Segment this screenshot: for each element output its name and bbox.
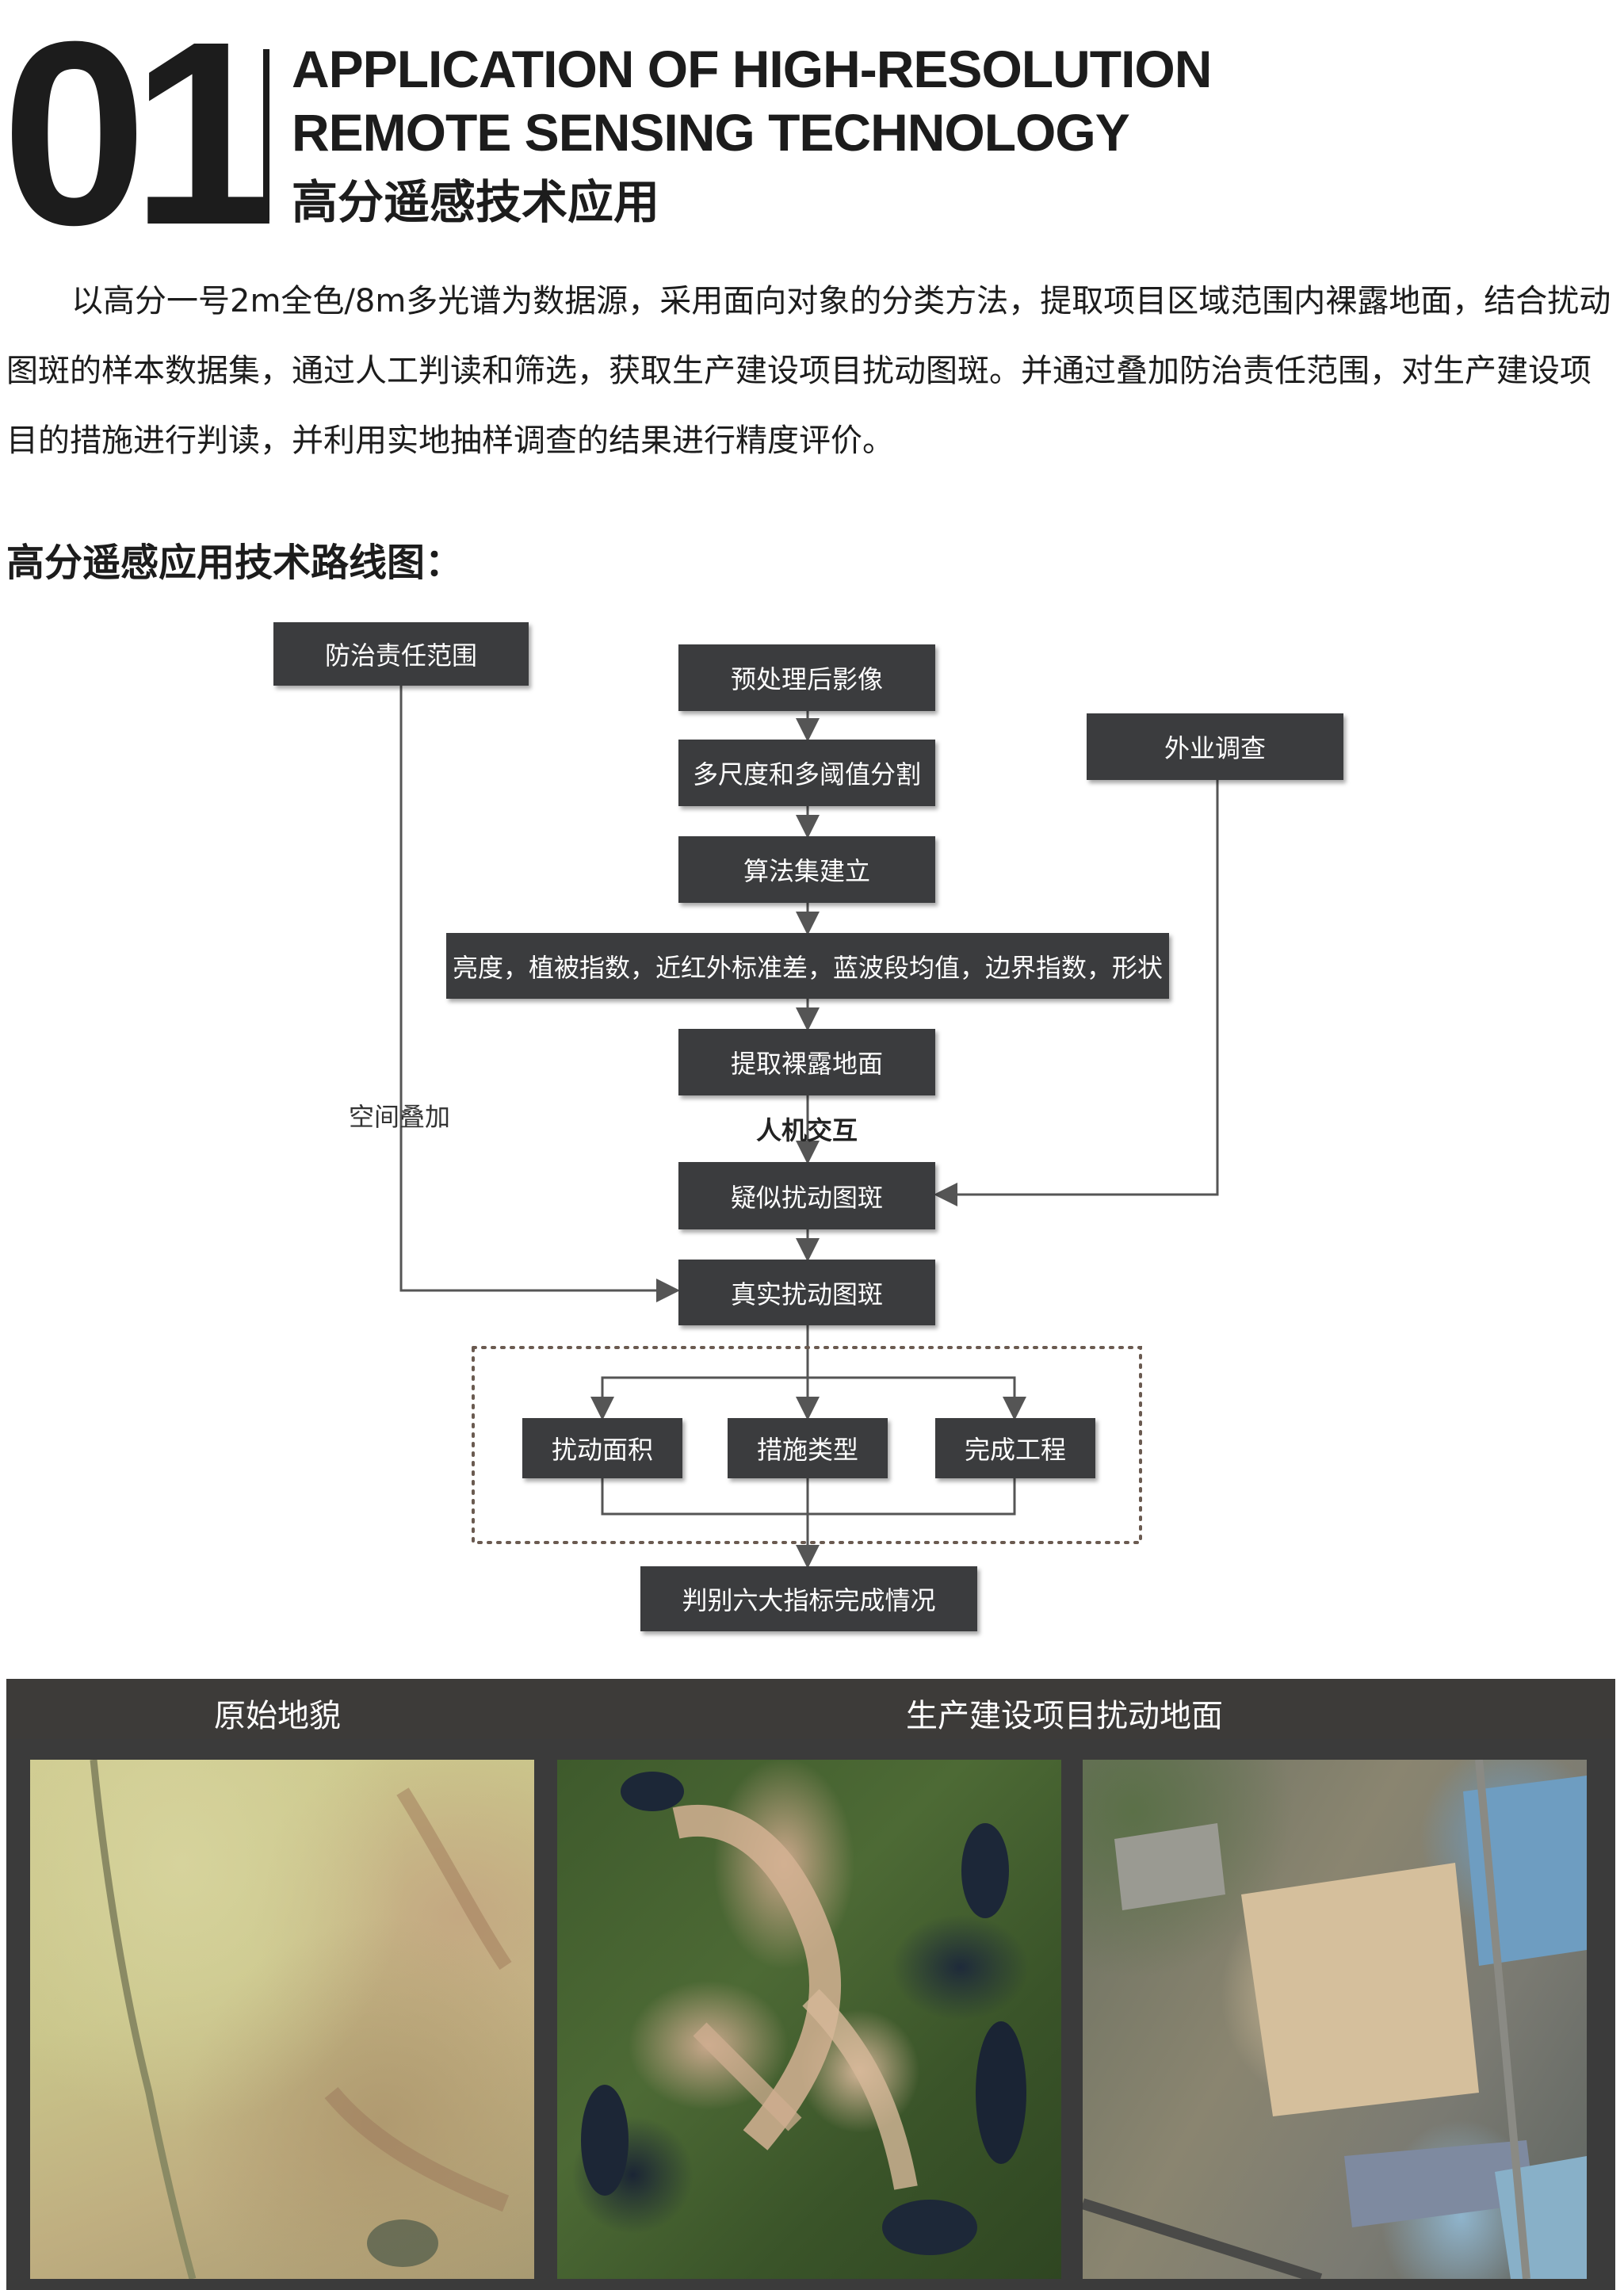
photo-original-terrain: [30, 1760, 534, 2279]
box-suspected-patch: 疑似扰动图斑: [678, 1162, 935, 1229]
label-original-terrain: 原始地貌: [214, 1698, 341, 1734]
label-human-computer: 人机交互: [756, 1115, 858, 1145]
gallery-header-band: [6, 1679, 1615, 1739]
box-extract-bare: 提取裸露地面: [678, 1029, 935, 1095]
box-completed-works: 完成工程: [935, 1418, 1095, 1478]
flowchart-connectors: [399, 686, 1219, 1569]
box-features: 亮度，植被指数，近红外标准差，蓝波段均值，边界指数，形状: [446, 933, 1169, 999]
title-divider: [263, 49, 269, 220]
box-segmentation: 多尺度和多阈值分割: [678, 740, 935, 806]
title-en-line2: REMOTE SENSING TECHNOLOGY: [292, 103, 1130, 162]
box-prevention-scope: 防治责任范围: [273, 622, 529, 686]
box-disturbed-area: 扰动面积: [522, 1418, 682, 1478]
title-cn: 高分遥感技术应用: [292, 175, 660, 229]
box-measure-type: 措施类型: [728, 1418, 888, 1478]
box-preprocessed-image: 预处理后影像: [678, 644, 935, 711]
box-algorithm-set: 算法集建立: [678, 836, 935, 903]
box-field-survey: 外业调查: [1087, 713, 1343, 780]
label-disturbed-ground: 生产建设项目扰动地面: [906, 1698, 1223, 1734]
section-number: 01: [2, 0, 277, 279]
route-title: 高分遥感应用技术路线图：: [6, 541, 464, 585]
label-spatial-overlay: 空间叠加: [349, 1102, 451, 1132]
intro-paragraph: 以高分一号2m全色/8m多光谱为数据源，采用面向对象的分类方法，提取项目区域范围…: [6, 283, 1611, 459]
photo-disturbed-site-1: [557, 1760, 1061, 2279]
title-en-line1: APPLICATION OF HIGH-RESOLUTION: [292, 40, 1212, 98]
photo-disturbed-site-2: [1083, 1760, 1587, 2279]
box-judge-indicators: 判别六大指标完成情况: [640, 1566, 977, 1631]
box-real-patch: 真实扰动图斑: [678, 1260, 935, 1325]
